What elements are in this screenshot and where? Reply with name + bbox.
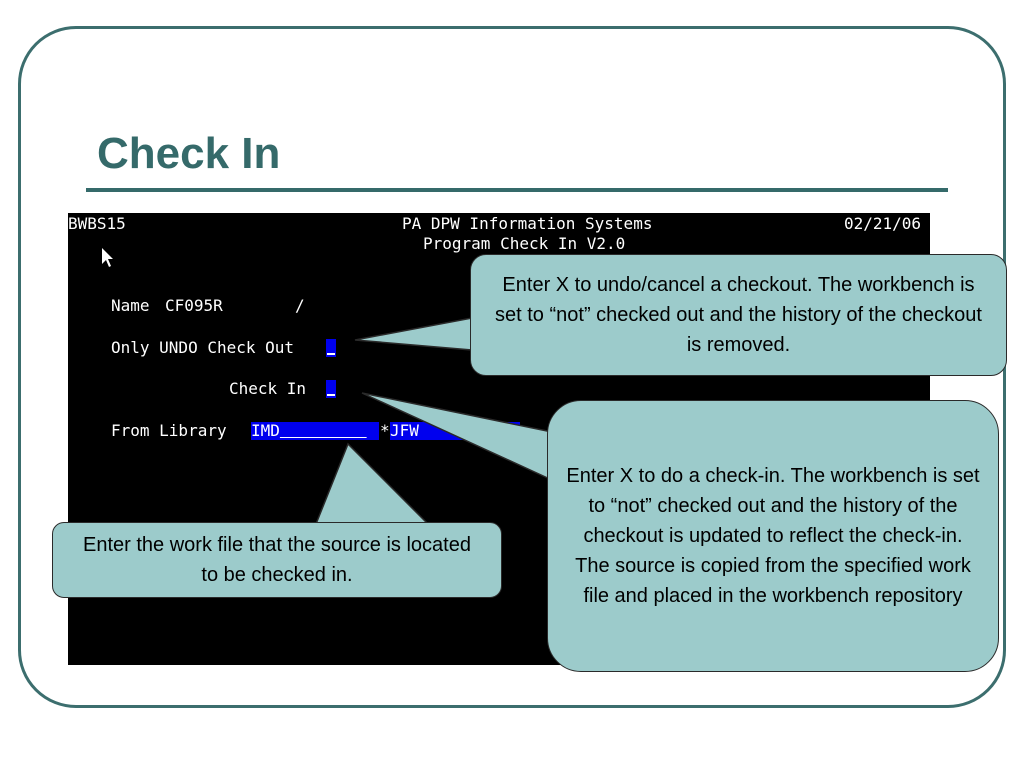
slide-title: Check In	[97, 129, 281, 178]
work-file-callout: Enter the work file that the source is l…	[52, 522, 502, 598]
system-name: PA DPW Information Systems	[402, 214, 653, 233]
library-separator: *	[380, 421, 390, 440]
screen-date: 02/21/06	[844, 214, 922, 233]
name-label: Name	[111, 296, 150, 315]
workfile-callout-pointer	[314, 442, 430, 525]
checkin-callout-pointer	[361, 392, 553, 482]
undo-callout-pointer	[354, 317, 473, 351]
name-slash: /	[295, 296, 305, 315]
from-library-label: From Library	[111, 421, 227, 440]
check-in-input[interactable]	[326, 380, 336, 398]
undo-checkout-label: Only UNDO Check Out	[111, 338, 295, 357]
program-title: Program Check In V2.0	[423, 234, 626, 253]
screen-id: BWBS15	[68, 214, 126, 233]
title-rule	[86, 188, 948, 192]
check-in-callout: Enter X to do a check-in. The workbench …	[547, 400, 999, 672]
undo-checkout-callout: Enter X to undo/cancel a checkout. The w…	[470, 254, 1007, 376]
undo-checkout-input[interactable]	[326, 339, 336, 357]
library-input[interactable]: IMD	[251, 422, 379, 440]
check-in-label: Check In	[229, 379, 307, 398]
name-value: CF095R	[165, 296, 223, 315]
mouse-pointer-icon	[102, 248, 113, 267]
